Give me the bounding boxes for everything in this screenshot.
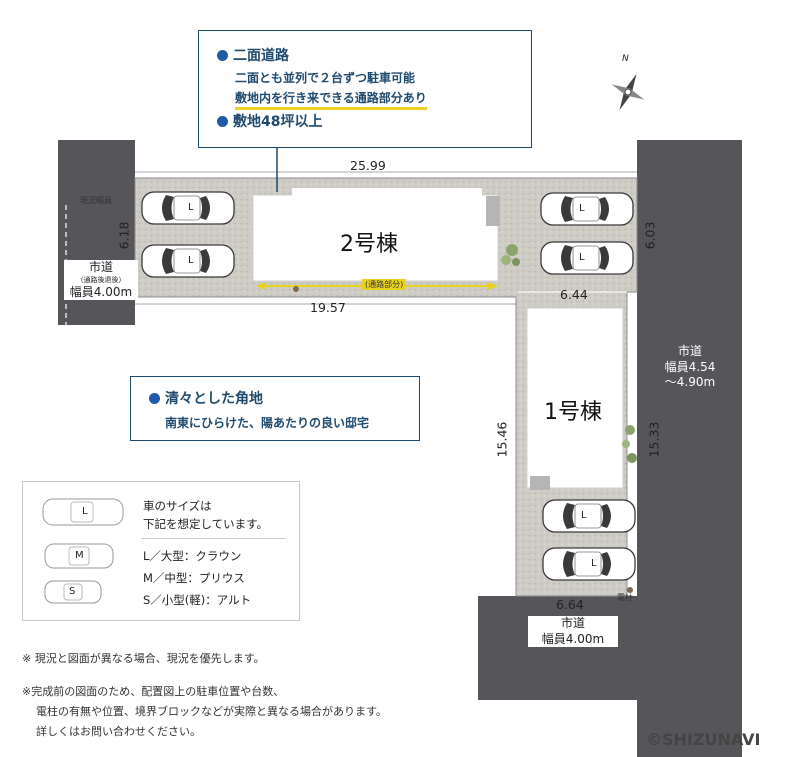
compass-north-label: N bbox=[622, 54, 629, 64]
utility-pole bbox=[293, 286, 299, 292]
car-mark: L bbox=[579, 203, 585, 214]
compass-icon bbox=[611, 73, 645, 111]
car-right-top bbox=[540, 192, 634, 226]
passage-label: (通路部分) bbox=[362, 279, 407, 290]
dim-step: 6.44 bbox=[560, 287, 588, 302]
note-3: 電柱の有無や位置、境界ブロックなどが実際と異なる場合があります。 bbox=[36, 705, 387, 718]
dim-left: 6.18 bbox=[116, 221, 132, 250]
callout-mid: 清々とした角地 南東にひらけた、陽あたりの良い邸宅 bbox=[130, 376, 420, 441]
callout-mid-line: 南東にひらけた、陽あたりの良い邸宅 bbox=[165, 416, 370, 430]
callout-top: 二面道路 二面とも並列で２台ずつ駐車可能 敷地内を行き来できる通路部分あり 敷地… bbox=[198, 30, 532, 148]
callout-line-2: 敷地内を行き来できる通路部分あり bbox=[235, 89, 427, 110]
callout-line-1: 二面とも並列で２台ずつ駐車可能 bbox=[235, 71, 416, 85]
dim-right-lot2: 6.03 bbox=[642, 221, 658, 250]
legend-title-1: 車のサイズは bbox=[143, 499, 212, 513]
road-west-label: 市道 （通路後退後） 幅員4.00m bbox=[64, 260, 138, 301]
car-right-bottom bbox=[540, 241, 634, 275]
copyright: ©SHIZUNAVI bbox=[646, 730, 761, 749]
car-lot1-bottom bbox=[542, 547, 636, 581]
road-east bbox=[637, 140, 742, 757]
dim-bottom: 6.64 bbox=[556, 597, 584, 612]
building-1 bbox=[526, 307, 624, 489]
utility-pole-label: 電柱 bbox=[617, 593, 633, 602]
car-mark: L bbox=[188, 202, 194, 213]
dim-bottom-lot2: 19.57 bbox=[310, 300, 346, 315]
current-width-label: 現況幅員 bbox=[80, 196, 112, 205]
lot bbox=[134, 177, 638, 597]
legend-mark-l: L bbox=[82, 506, 88, 517]
car-mark: L bbox=[579, 252, 585, 263]
car-mark: L bbox=[591, 558, 597, 569]
car-mark: L bbox=[581, 510, 587, 521]
dim-lot1-left: 15.46 bbox=[494, 421, 510, 458]
legend-mark-s: S bbox=[69, 586, 76, 597]
note-4: 詳しくはお問い合わせください。 bbox=[36, 725, 201, 738]
callout-heading-1: 二面道路 bbox=[233, 48, 289, 64]
dim-top: 25.99 bbox=[350, 158, 386, 173]
legend-s: S／小型(軽)：アルト bbox=[143, 593, 252, 607]
building-2-label: 2号棟 bbox=[340, 232, 398, 257]
note-1: ※ 現況と図面が異なる場合、現況を優先します。 bbox=[22, 652, 265, 665]
car-lot1-top bbox=[542, 499, 636, 533]
road-east-label: 市道 幅員4.54 ～4.90m bbox=[664, 344, 716, 390]
callout-mid-heading: 清々とした角地 bbox=[165, 391, 263, 407]
legend-m: M／中型：プリウス bbox=[143, 571, 245, 585]
legend-l: L／大型：クラウン bbox=[143, 549, 242, 563]
legend-title-2: 下記を想定しています。 bbox=[143, 517, 269, 531]
car-size-legend: L M S 車のサイズは 下記を想定しています。 L／大型：クラウン M／中型：… bbox=[22, 481, 300, 621]
road-south-label: 市道 幅員4.00m bbox=[528, 616, 618, 648]
note-2: ※完成前の図面のため、配置図上の駐車位置や台数、 bbox=[22, 685, 285, 698]
dim-lot1-right: 15.33 bbox=[646, 421, 662, 458]
legend-mark-m: M bbox=[75, 550, 84, 561]
building-1-label: 1号棟 bbox=[544, 400, 602, 425]
car-mark: L bbox=[188, 255, 194, 266]
callout-heading-2: 敷地48坪以上 bbox=[233, 114, 323, 130]
